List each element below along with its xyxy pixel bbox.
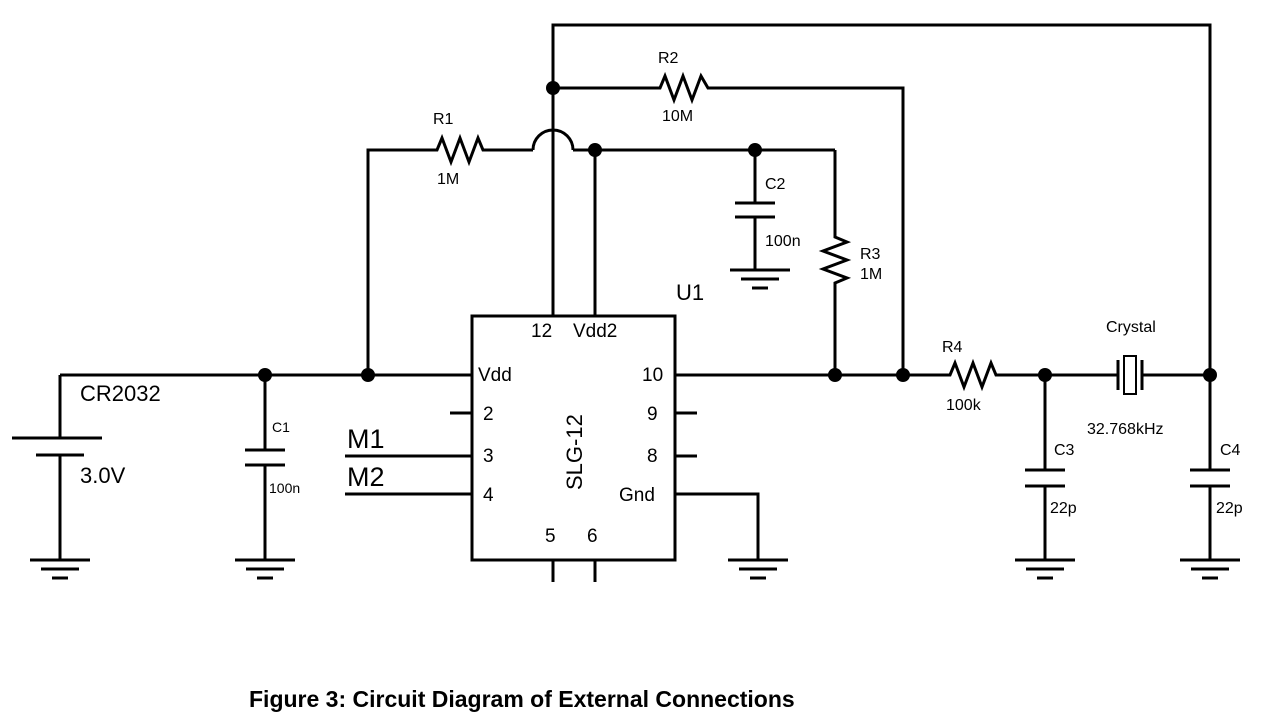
pin-vdd-label: Vdd [478, 365, 512, 386]
ground-ic [726, 558, 790, 580]
ic-part-label: SLG-12 [562, 414, 587, 490]
crystal-ref-label: Crystal [1106, 319, 1156, 336]
input-m1-label: M1 [347, 424, 385, 454]
r4-value-label: 100k [946, 397, 982, 414]
c4-capacitor-symbol [1190, 468, 1230, 488]
pin-2-label: 2 [483, 404, 494, 425]
c3-value-label: 22p [1050, 500, 1077, 517]
pin-8-label: 8 [647, 446, 658, 467]
ground-c2 [728, 268, 792, 290]
c2-ref-label: C2 [765, 176, 786, 193]
r4-resistor-symbol [945, 358, 1000, 392]
pin-6-label: 6 [587, 526, 598, 547]
wires [58, 23, 1212, 582]
pin-5-label: 5 [545, 526, 556, 547]
r1-value-label: 1M [437, 171, 459, 188]
c4-ref-label: C4 [1220, 442, 1241, 459]
battery-value-label: 3.0V [80, 463, 126, 488]
r3-value-label: 1M [860, 266, 882, 283]
pin-gnd-label: Gnd [619, 485, 655, 506]
c1-ref-label: C1 [272, 419, 290, 435]
crystal-value-label: 32.768kHz [1087, 421, 1164, 438]
ground-c1 [233, 558, 297, 580]
c4-value-label: 22p [1216, 500, 1243, 517]
r1-resistor-symbol [432, 133, 488, 167]
c3-ref-label: C3 [1054, 442, 1075, 459]
pin-3-label: 3 [483, 446, 494, 467]
pin-4-label: 4 [483, 485, 494, 506]
r3-resistor-symbol [818, 232, 852, 288]
r1-ref-label: R1 [433, 111, 454, 128]
ic-body [470, 314, 677, 562]
junctions [258, 81, 1217, 382]
c3-capacitor-symbol [1025, 468, 1065, 488]
r4-ref-label: R4 [942, 339, 963, 356]
c1-value-label: 100n [269, 480, 300, 496]
ground-battery [28, 558, 92, 580]
pin-12-label: 12 [531, 321, 552, 342]
c1-capacitor-symbol [245, 448, 285, 467]
figure-caption: Figure 3: Circuit Diagram of External Co… [249, 686, 795, 712]
pin-vdd2-label: Vdd2 [573, 321, 617, 342]
battery-symbol [12, 436, 102, 457]
r3-ref-label: R3 [860, 246, 881, 263]
r2-resistor-symbol [655, 71, 713, 105]
r2-value-label: 10M [662, 108, 693, 125]
ground-c4 [1178, 558, 1242, 580]
pin-10-label: 10 [642, 365, 663, 386]
r2-ref-label: R2 [658, 50, 679, 67]
input-m2-label: M2 [347, 462, 385, 492]
c2-value-label: 100n [765, 233, 801, 250]
battery-name-label: CR2032 [80, 381, 161, 406]
ground-c3 [1013, 558, 1077, 580]
ic-ref-label: U1 [676, 280, 704, 305]
crystal-symbol [1116, 355, 1144, 395]
c2-capacitor-symbol [735, 201, 775, 219]
pin-9-label: 9 [647, 404, 658, 425]
